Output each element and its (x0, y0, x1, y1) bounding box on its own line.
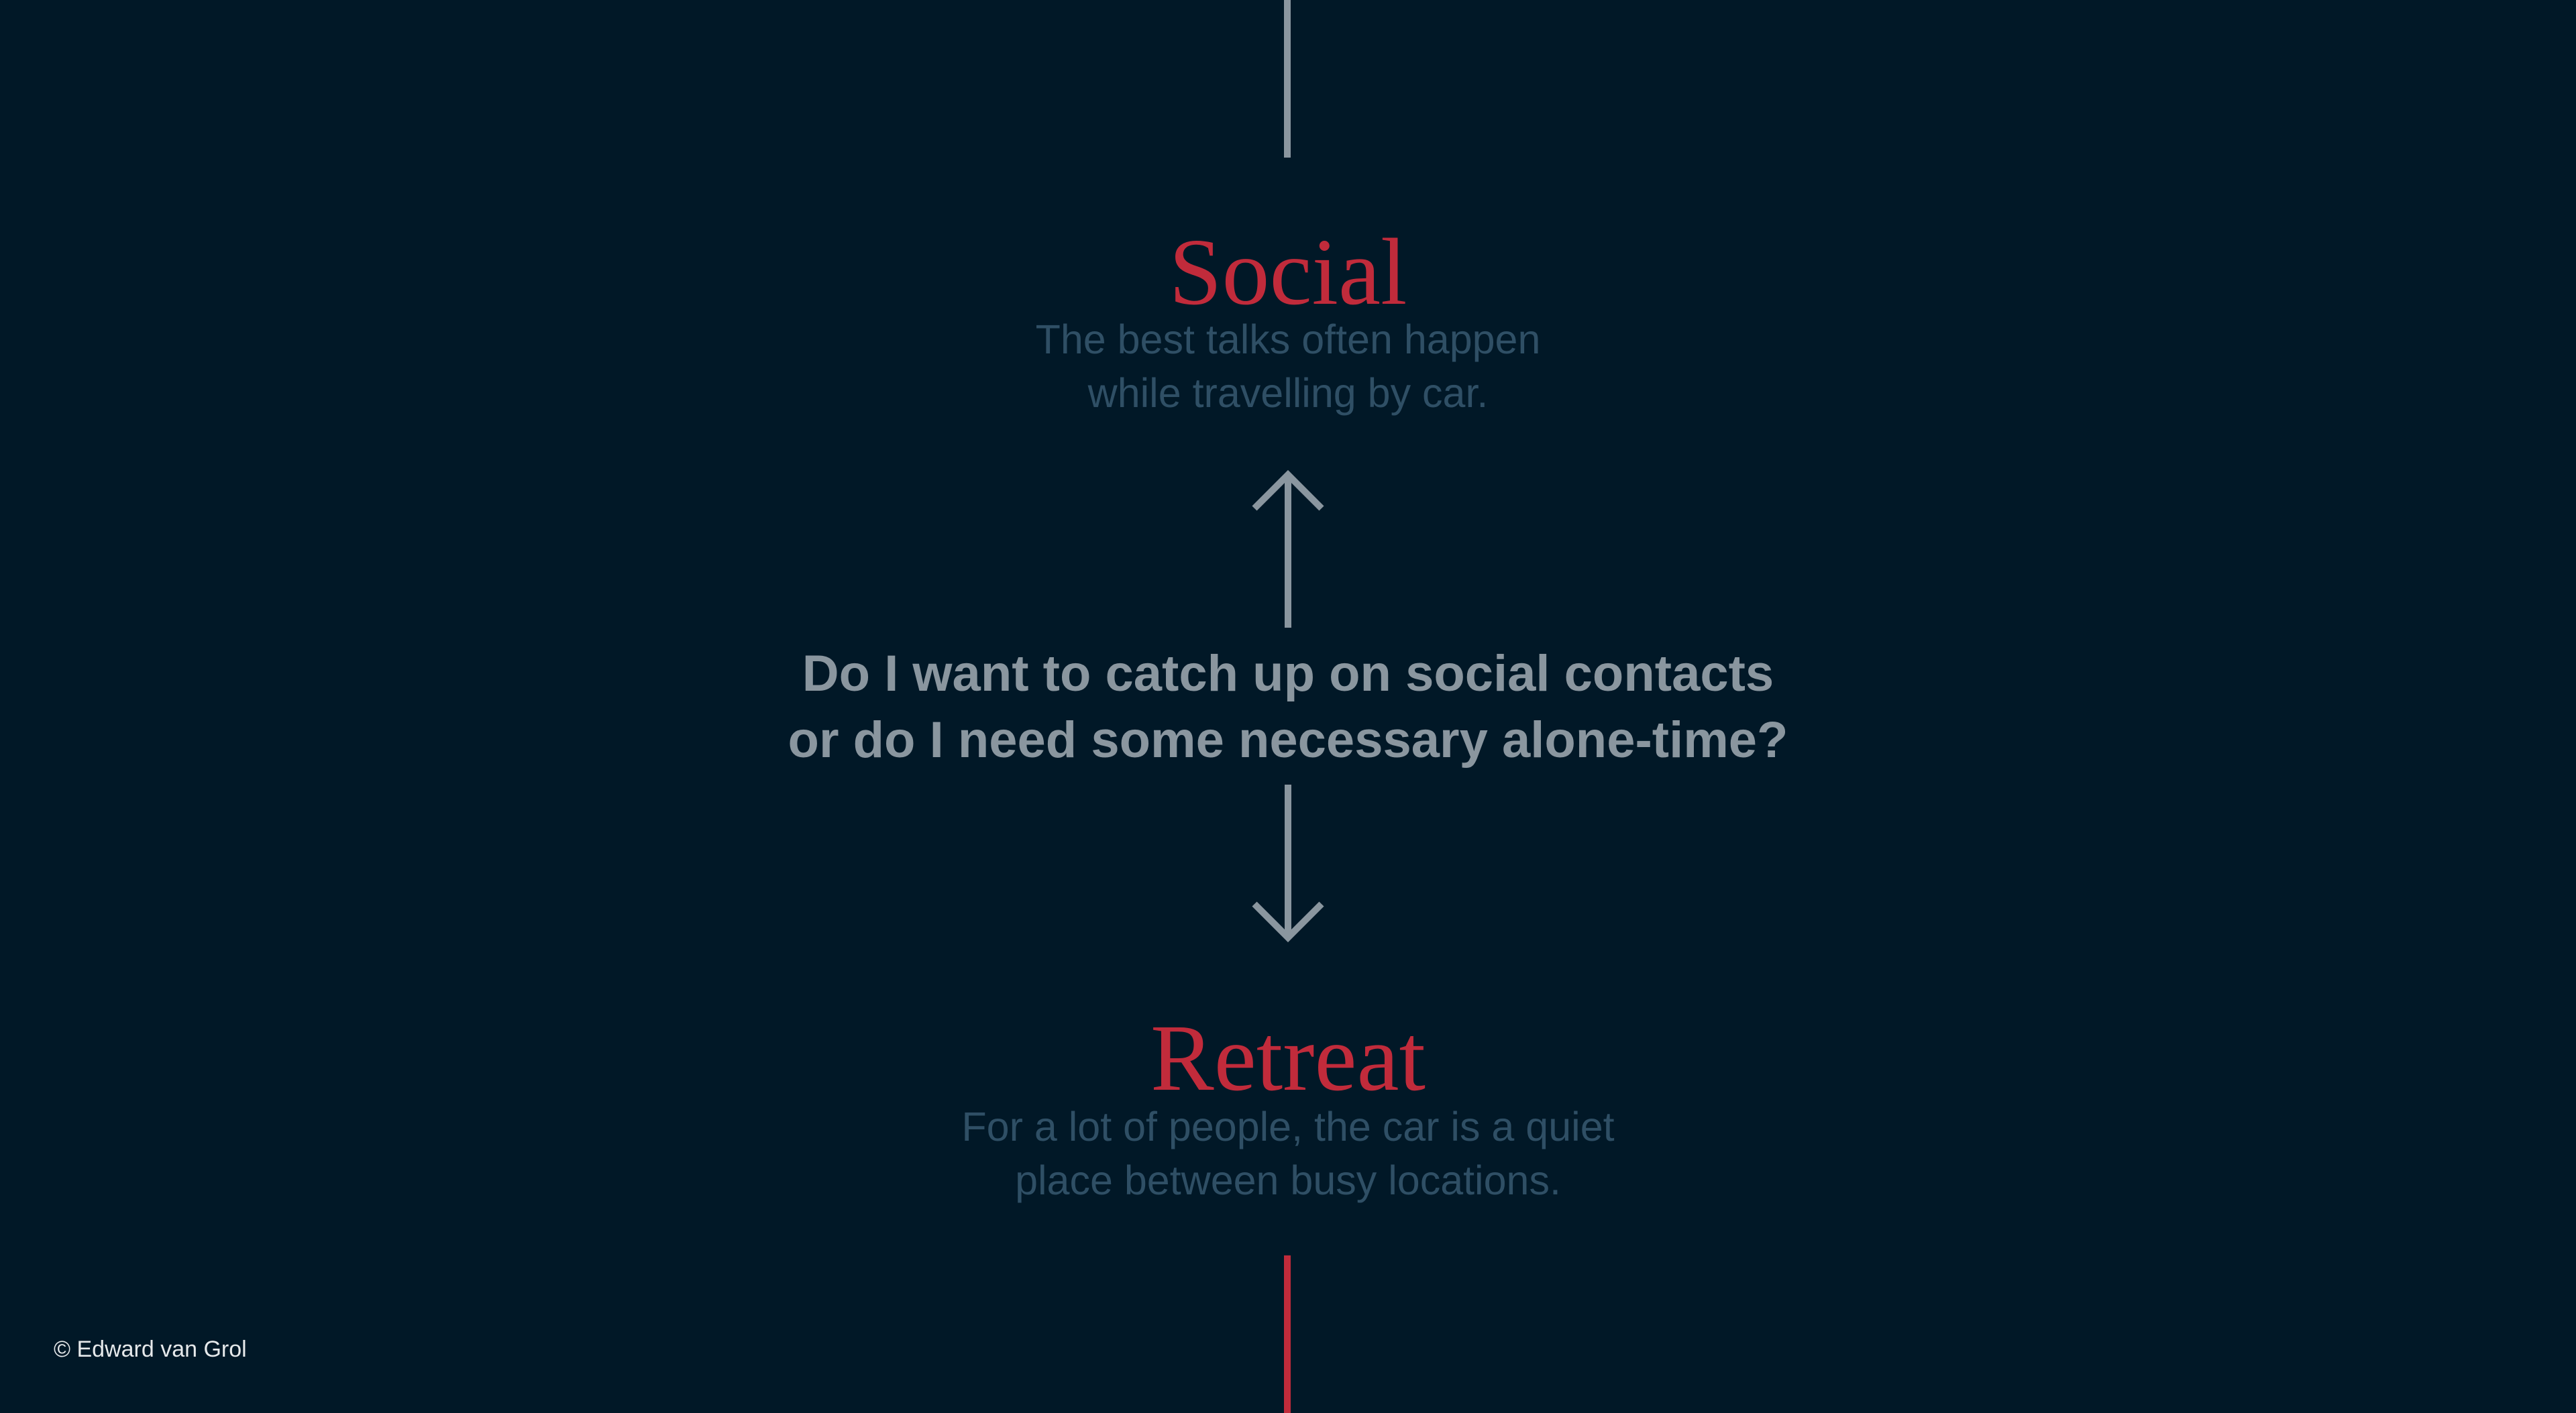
timeline-line-bottom (1284, 1255, 1291, 1413)
timeline-line-top (1284, 0, 1291, 158)
question-line: or do I need some necessary alone-time? (788, 712, 1788, 769)
social-description-line: while travelling by car. (1087, 370, 1489, 416)
arrow-up-icon (1252, 469, 1324, 628)
central-question: Do I want to catch up on social contacts… (0, 640, 2576, 773)
retreat-title: Retreat (1150, 1005, 1426, 1111)
social-title: Social (1169, 219, 1407, 325)
retreat-description-line: place between busy locations. (1015, 1157, 1561, 1203)
social-description-line: The best talks often happen (1035, 317, 1541, 362)
copyright-text: © Edward van Grol (54, 1337, 247, 1362)
arrow-down-icon (1252, 785, 1324, 943)
retreat-description: For a lot of people, the car is a quiet … (0, 1100, 2576, 1207)
social-description: The best talks often happen while travel… (0, 313, 2576, 420)
question-line: Do I want to catch up on social contacts (802, 645, 1774, 702)
retreat-description-line: For a lot of people, the car is a quiet (961, 1104, 1615, 1149)
